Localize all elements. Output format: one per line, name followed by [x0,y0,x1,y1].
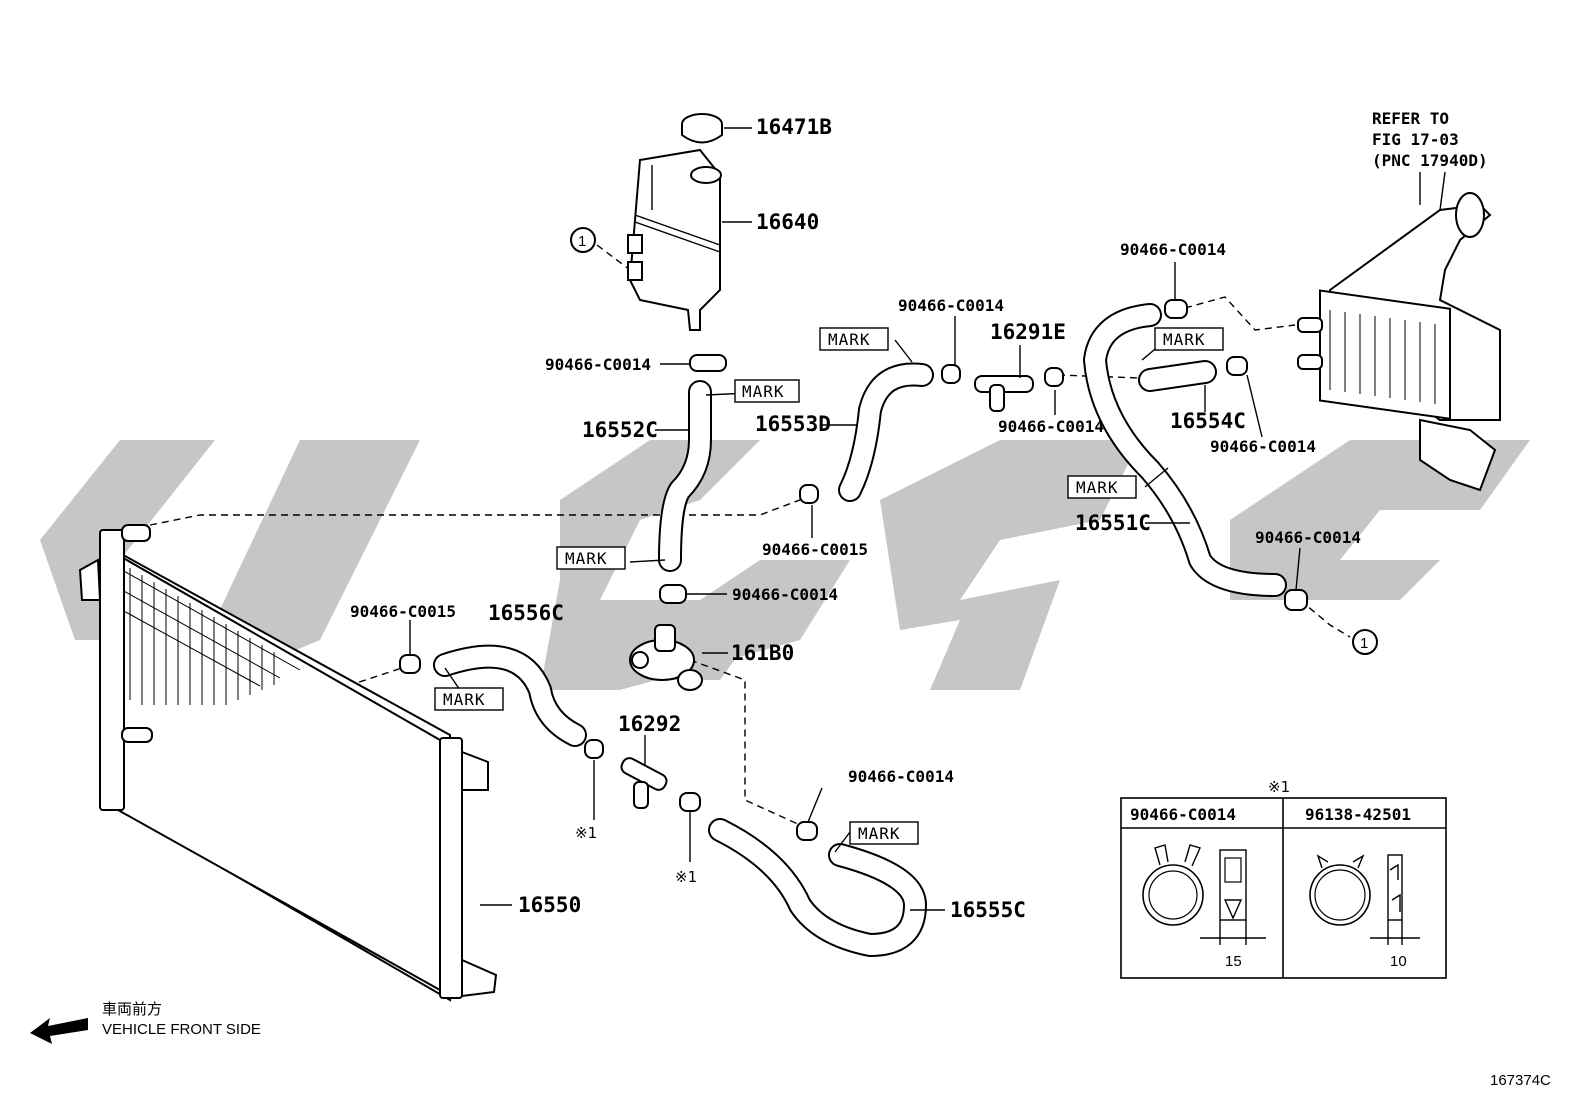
label-clamp-end: 90466-C0014 [1255,528,1361,547]
label-ref-3: (PNC 17940D) [1372,151,1488,170]
label-ref-2: FIG 17-03 [1372,130,1459,149]
label-tee: 16292 [618,712,681,736]
front-label-jp: 車両前方 [102,1000,162,1018]
mark-label: MARK [858,824,901,843]
hose-16554C [1138,360,1217,392]
label-cap: 16471B [756,115,832,139]
clamps [399,299,1308,841]
reservoir-16640 [627,148,722,331]
legend-col1-header: 90466-C0014 [1130,805,1236,824]
label-clamp-pump-low: 90466-C0014 [848,767,954,786]
hose-16552C [658,380,712,572]
part-labels: 16471B 16640 REFER TO FIG 17-03 (PNC 179… [350,109,1488,922]
label-clamp-mid-right: 90466-C0014 [998,417,1104,436]
label-clamp-pump-top: 90466-C0014 [732,585,838,604]
mark-boxes: MARK MARK MARK MARK MARK MARK MARK [434,327,1224,845]
legend-col2-dim: 10 [1390,953,1407,970]
circle-markers: 1 1 [570,227,1378,655]
label-conn: 16291E [990,320,1066,344]
mark-label: MARK [828,330,871,349]
tee-16292 [620,757,668,809]
legend-col2-header: 96138-42501 [1305,805,1411,824]
hose-16551C [1083,303,1287,597]
hose-16555C [708,818,927,957]
label-reservoir: 16640 [756,210,819,234]
circle-marker-right: 1 [1360,635,1368,652]
mark-label: MARK [565,549,608,568]
leader-lines [409,127,1421,911]
label-hose-main: 16551C [1075,511,1151,535]
legend-col1-dim: 15 [1225,953,1242,970]
legend-note: ※1 [1268,778,1290,796]
radiator-fins [121,568,301,705]
cap-16471B [681,113,723,144]
label-clamp-c15-left: 90466-C0015 [350,602,456,621]
front-side-indicator: 車両前方 VEHICLE FRONT SIDE [30,1000,261,1044]
label-clamp-far-right: 90466-C0014 [1210,437,1316,456]
pump-161B0 [629,624,703,691]
clamp-legend: ※1 90466-C0014 96138-42501 15 10 [1120,778,1447,979]
label-clamp-res: 90466-C0014 [545,355,651,374]
label-note-2: ※1 [675,868,697,886]
label-note-1: ※1 [575,824,597,842]
label-clamp-top-mid: 90466-C0014 [898,296,1004,315]
label-clamp-c15-upper: 90466-C0015 [762,540,868,559]
label-hose-f: 16556C [488,601,564,625]
mark-label: MARK [443,690,486,709]
clamp-ring-icon [1309,864,1371,926]
hose-16556C [433,644,587,747]
front-arrow-icon [30,1018,88,1044]
connector-16291E [974,375,1034,412]
mark-label: MARK [1163,330,1206,349]
mark-label: MARK [1076,478,1119,497]
label-ref-1: REFER TO [1372,109,1449,128]
intercooler-ref [1297,171,1501,492]
clamp-ring-icon [1142,864,1204,926]
label-pump: 161B0 [731,641,794,665]
label-hose-g: 16555C [950,898,1026,922]
radiator-16550 [78,524,498,1002]
figure-id: 167374C [1490,1072,1551,1089]
front-label-en: VEHICLE FRONT SIDE [102,1021,261,1038]
label-hose-c: 16552C [582,418,658,442]
hose-16553D [838,362,934,502]
circle-marker-left: 1 [578,233,586,250]
label-hose-e: 16554C [1170,409,1246,433]
label-hose-d: 16553D [755,412,831,436]
mark-label: MARK [742,382,785,401]
label-clamp-top-right: 90466-C0014 [1120,240,1226,259]
label-radiator: 16550 [518,893,581,917]
